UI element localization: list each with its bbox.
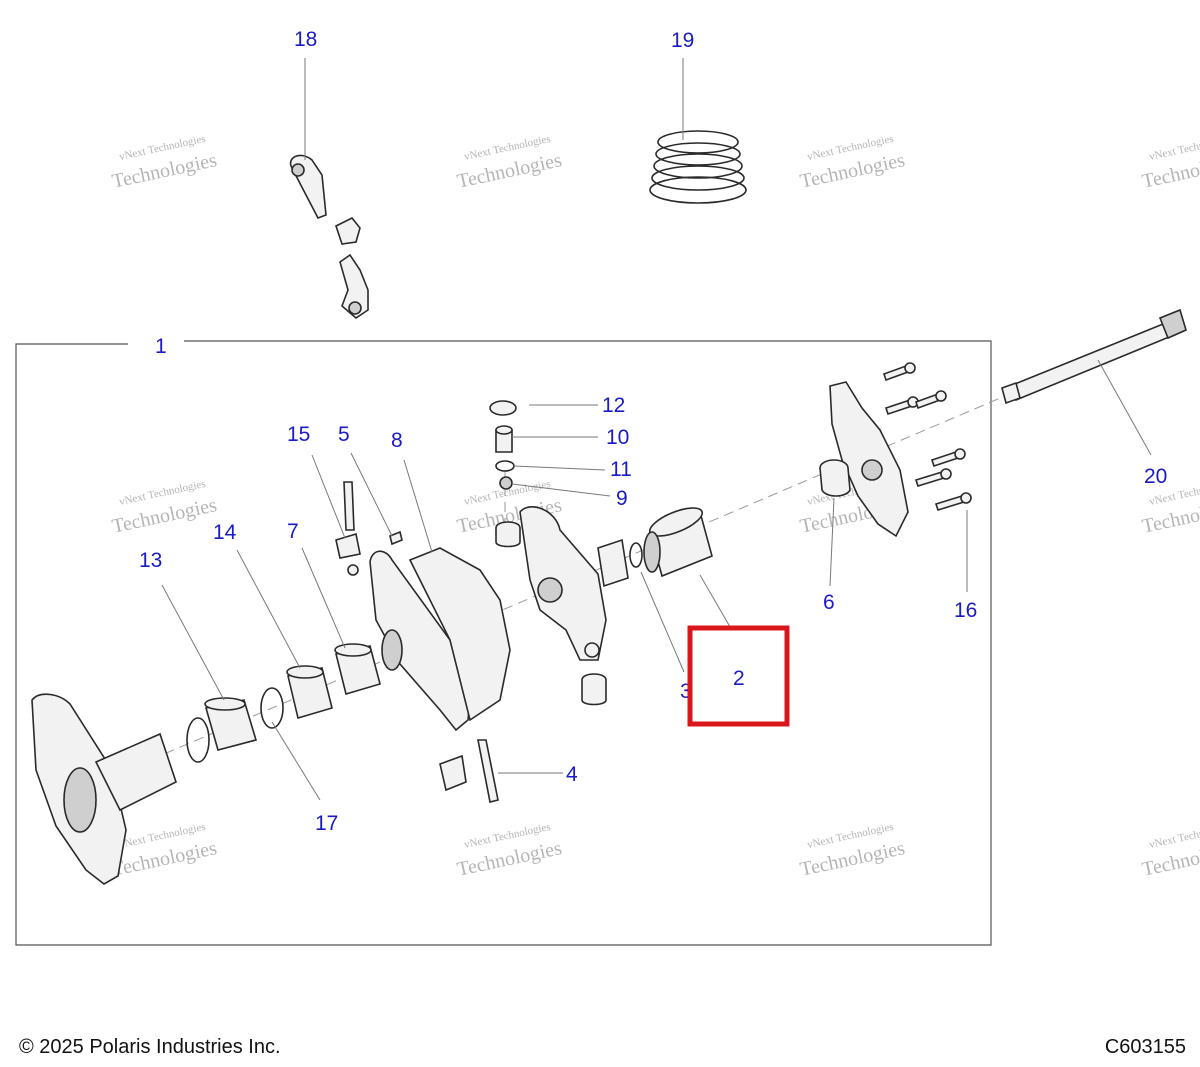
callout-20: 20 (1144, 465, 1167, 488)
callout-17: 17 (315, 812, 338, 835)
watermark: vNext Technologies Technologies (798, 133, 907, 193)
cover-plate-part (829, 381, 909, 538)
o-ring-part (629, 542, 643, 568)
sleeve-part (643, 507, 713, 578)
callout-3: 3 (680, 680, 692, 703)
pin-part (439, 739, 499, 803)
callout-9: 9 (616, 487, 628, 510)
callout-8: 8 (391, 429, 403, 452)
diagram-code: C603155 (1104, 1036, 1186, 1058)
watermark: vNext Technologies Technologies (798, 821, 907, 881)
callout-7: 7 (287, 520, 299, 543)
snap-ring-part (260, 687, 284, 729)
callout-19: 19 (671, 29, 694, 52)
watermark: vNext Technologies Technologies (110, 133, 219, 193)
spring-part (649, 130, 747, 204)
callout-10: 10 (606, 426, 629, 449)
watermark: vNext Technologies Technologies (110, 478, 219, 538)
callout-11: 11 (610, 458, 632, 481)
bolts-part (882, 362, 972, 511)
watermark: vNext Technologies Technologies (1140, 821, 1200, 881)
highlight-box (687, 625, 790, 727)
watermark: vNext Technologies Technologies (455, 821, 564, 881)
callout-1: 1 (155, 335, 167, 358)
copyright-text: © 2025 Polaris Industries Inc. (19, 1036, 281, 1058)
snap-ring-part (186, 717, 210, 763)
callout-15: 15 (287, 423, 310, 446)
cam-arm-part (489, 400, 629, 706)
callout-18: 18 (294, 28, 317, 51)
callout-14: 14 (213, 521, 237, 544)
watermark: vNext Technologies Technologies (1140, 133, 1200, 193)
callout-13: 13 (139, 549, 162, 572)
callout-16: 16 (954, 599, 977, 622)
pin-clamp-part (335, 481, 403, 576)
moveable-sheave-part (369, 547, 511, 732)
bushing-part (819, 459, 851, 497)
callout-2: 2 (733, 667, 745, 690)
callout-12: 12 (602, 394, 625, 417)
roller-arm-part (289, 154, 369, 320)
watermarks: vNext Technologies Technologies vNext Te… (110, 133, 1200, 881)
callout-labels: 18 19 1 12 10 11 9 15 5 8 7 14 13 17 4 3… (139, 28, 1167, 835)
assembly-frame (15, 340, 992, 946)
callout-5: 5 (338, 423, 350, 446)
svg-text:vNext Technologies: vNext Technologies (1148, 821, 1200, 851)
fixed-sheave-part (31, 693, 177, 885)
svg-text:vNext Technologies: vNext Technologies (1148, 133, 1200, 163)
leader-lines (161, 58, 1152, 801)
callout-6: 6 (823, 591, 835, 614)
bushing-stack-part (204, 643, 381, 751)
watermark: vNext Technologies Technologies (455, 133, 564, 193)
shaft-bolt-part (1001, 308, 1187, 405)
callout-4: 4 (566, 763, 578, 786)
